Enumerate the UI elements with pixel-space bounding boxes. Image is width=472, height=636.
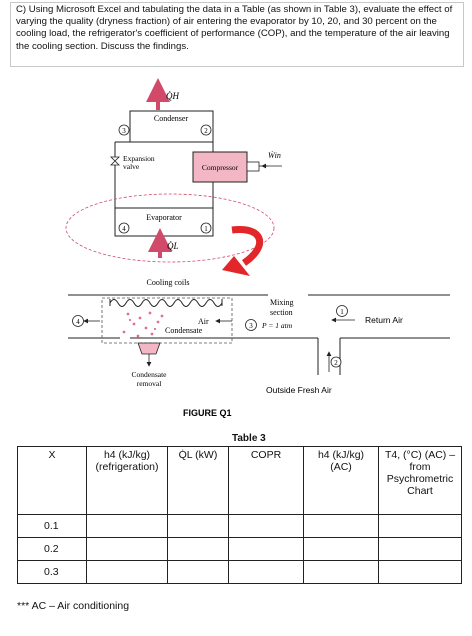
figure-caption: FIGURE Q1 — [183, 408, 232, 418]
footnote: *** AC – Air conditioning — [17, 600, 130, 612]
cell — [86, 514, 168, 538]
duct-state-1-circle — [336, 305, 348, 317]
duct-state-4-circle — [72, 315, 84, 327]
table-row: 0.1 — [17, 514, 462, 538]
col-h4-ac: h4 (kJ/kg) (AC) — [303, 446, 379, 515]
compressor-label: Compressor — [202, 163, 239, 172]
table-row: 0.3 — [17, 560, 462, 584]
state-1-label: 1 — [204, 225, 208, 233]
condenser-box — [129, 110, 214, 143]
duct-state-4-label: 4 — [76, 318, 80, 326]
cell — [167, 537, 229, 561]
state-3-label: 3 — [122, 127, 126, 135]
duct-state-2-label: 2 — [334, 359, 338, 367]
duct-state-3-circle — [245, 319, 257, 331]
cooling-coils-label: Cooling coils — [147, 278, 190, 287]
cooling-coil-icon — [109, 299, 223, 307]
duct-state-2-circle — [330, 356, 342, 368]
cell — [303, 514, 379, 538]
w-in-label: Ẇin — [268, 151, 281, 160]
condensate-drain-icon — [137, 342, 161, 367]
return-air-label: Return Air — [365, 315, 403, 325]
col-h4-refrigeration: h4 (kJ/kg) (refrigeration) — [86, 446, 168, 515]
state-4-label: 4 — [122, 225, 126, 233]
outside-air-label: Outside Fresh Air — [266, 385, 332, 395]
cell — [228, 560, 304, 584]
evaporator-highlight — [65, 193, 275, 263]
duct-state-3-label: 3 — [249, 322, 253, 330]
mixing-label-2: section — [270, 308, 293, 317]
condensate-drops — [122, 311, 164, 338]
col-x: X — [17, 446, 87, 515]
state-2-circle — [200, 124, 212, 136]
condensate-removal-label-2: removal — [137, 379, 162, 388]
cell: 0.1 — [17, 514, 87, 538]
col-cop: COPR — [228, 446, 304, 515]
expansion-valve-label-2: valve — [123, 162, 140, 171]
refrigeration-ac-schematic: Q̇H Condenser 3 2 Expansion valve Compre… — [65, 78, 450, 418]
red-curved-arrow — [222, 225, 264, 276]
motor-shaft — [246, 161, 260, 172]
results-table: X h4 (kJ/kg) (refrigeration) Q̇L (kW) CO… — [17, 446, 462, 584]
col-ql: Q̇L (kW) — [167, 446, 229, 515]
cooling-section-box — [101, 297, 233, 344]
qh-label: Q̇H — [166, 91, 179, 101]
cell — [86, 560, 168, 584]
condensate-label: Condensate — [165, 326, 203, 335]
cell — [303, 560, 379, 584]
question-frame — [10, 2, 464, 67]
air-label: Air — [198, 317, 209, 326]
state-4-circle — [118, 222, 130, 234]
cell — [303, 537, 379, 561]
cell: 0.2 — [17, 537, 87, 561]
table-header-row: X h4 (kJ/kg) (refrigeration) Q̇L (kW) CO… — [17, 446, 462, 515]
pressure-label: P = 1 atm — [261, 321, 293, 330]
evaporator-label: Evaporator — [146, 213, 182, 222]
ql-label: Q̇L — [167, 241, 179, 251]
table-caption: Table 3 — [232, 433, 266, 444]
state-1-circle — [200, 222, 212, 234]
state-2-label: 2 — [204, 127, 208, 135]
condenser-label: Condenser — [154, 114, 189, 123]
cell — [378, 514, 462, 538]
question-text: C) Using Microsoft Excel and tabulating … — [16, 4, 453, 52]
cell — [378, 560, 462, 584]
cell — [228, 537, 304, 561]
cell — [167, 514, 229, 538]
duct-state-1-label: 1 — [340, 308, 344, 316]
condensate-removal-label-1: Condensate — [132, 370, 168, 379]
col-t4: T4, (°C) (AC) – from Psychrometric Chart — [378, 446, 462, 515]
expansion-valve-icon — [110, 156, 120, 166]
expansion-valve-label-1: Expansion — [123, 154, 155, 163]
mixing-label-1: Mixing — [270, 298, 294, 307]
cell: 0.3 — [17, 560, 87, 584]
cell — [167, 560, 229, 584]
state-3-circle — [118, 124, 130, 136]
cell — [228, 514, 304, 538]
table-row: 0.2 — [17, 537, 462, 561]
cell — [378, 537, 462, 561]
cell — [86, 537, 168, 561]
